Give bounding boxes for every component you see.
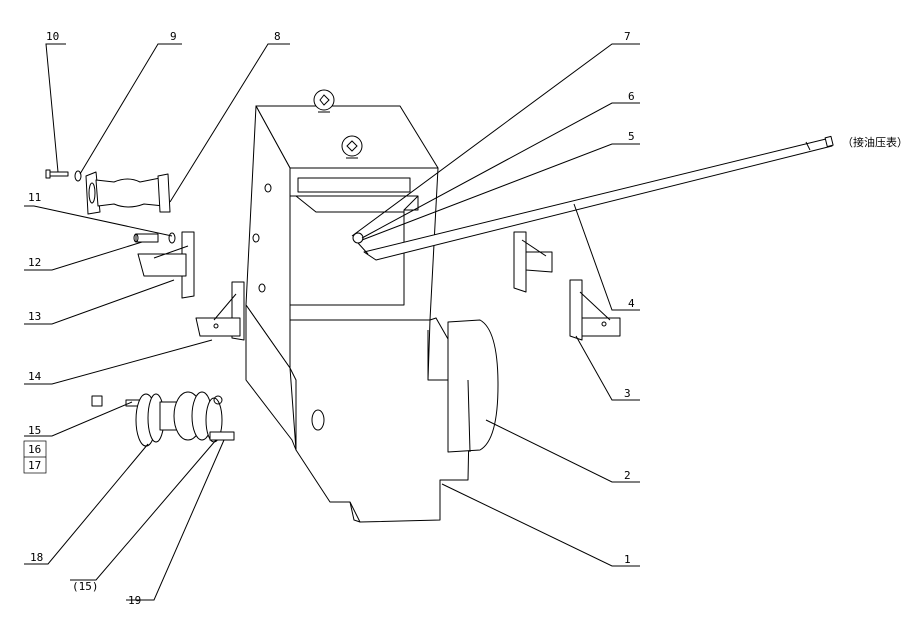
callout-1: 1 [624,553,631,566]
callout-4: 4 [628,297,635,310]
right-bracket-upper [513,231,553,293]
callout-8: 8 [274,30,281,43]
oil-pipe [352,135,834,261]
bolt-part-12 [133,233,159,243]
callout-10: 10 [46,30,59,43]
callout-15: 15 [28,424,41,437]
left-bracket-part-13 [137,231,195,299]
shaft-assembly [125,391,235,447]
callout-13: 13 [28,310,41,323]
flange-tube-part-8 [85,171,171,215]
leader-lines [23,43,640,601]
callout-5: 5 [628,130,635,143]
callout-6: 6 [628,90,635,103]
callout-15b: (15) [72,580,99,593]
left-bracket-part-14 [195,281,245,341]
callout-9: 9 [170,30,177,43]
bolt-part-10 [45,169,69,179]
pressure-gauge-note: （接油压表） [842,135,908,149]
main-housing [245,105,471,523]
top-bolt-1 [313,89,335,113]
callout-19: 19 [128,594,141,607]
washer-part-9 [74,170,82,182]
top-bolt-2 [341,135,363,159]
right-bracket-lower [569,279,621,341]
motor-cylinder [447,319,499,453]
callout-14: 14 [28,370,42,383]
callout-16: 16 [28,443,41,456]
callout-3: 3 [624,387,631,400]
callout-2: 2 [624,469,631,482]
callout-labels: 1 2 3 4 5 6 7 8 9 10 11 12 13 14 15 16 1… [28,30,908,607]
callout-7: 7 [624,30,631,43]
washer-part-11 [168,232,176,244]
callout-18: 18 [30,551,43,564]
callout-17: 17 [28,459,41,472]
nut-part-15 [91,395,103,407]
callout-12: 12 [28,256,41,269]
callout-11: 11 [28,191,41,204]
